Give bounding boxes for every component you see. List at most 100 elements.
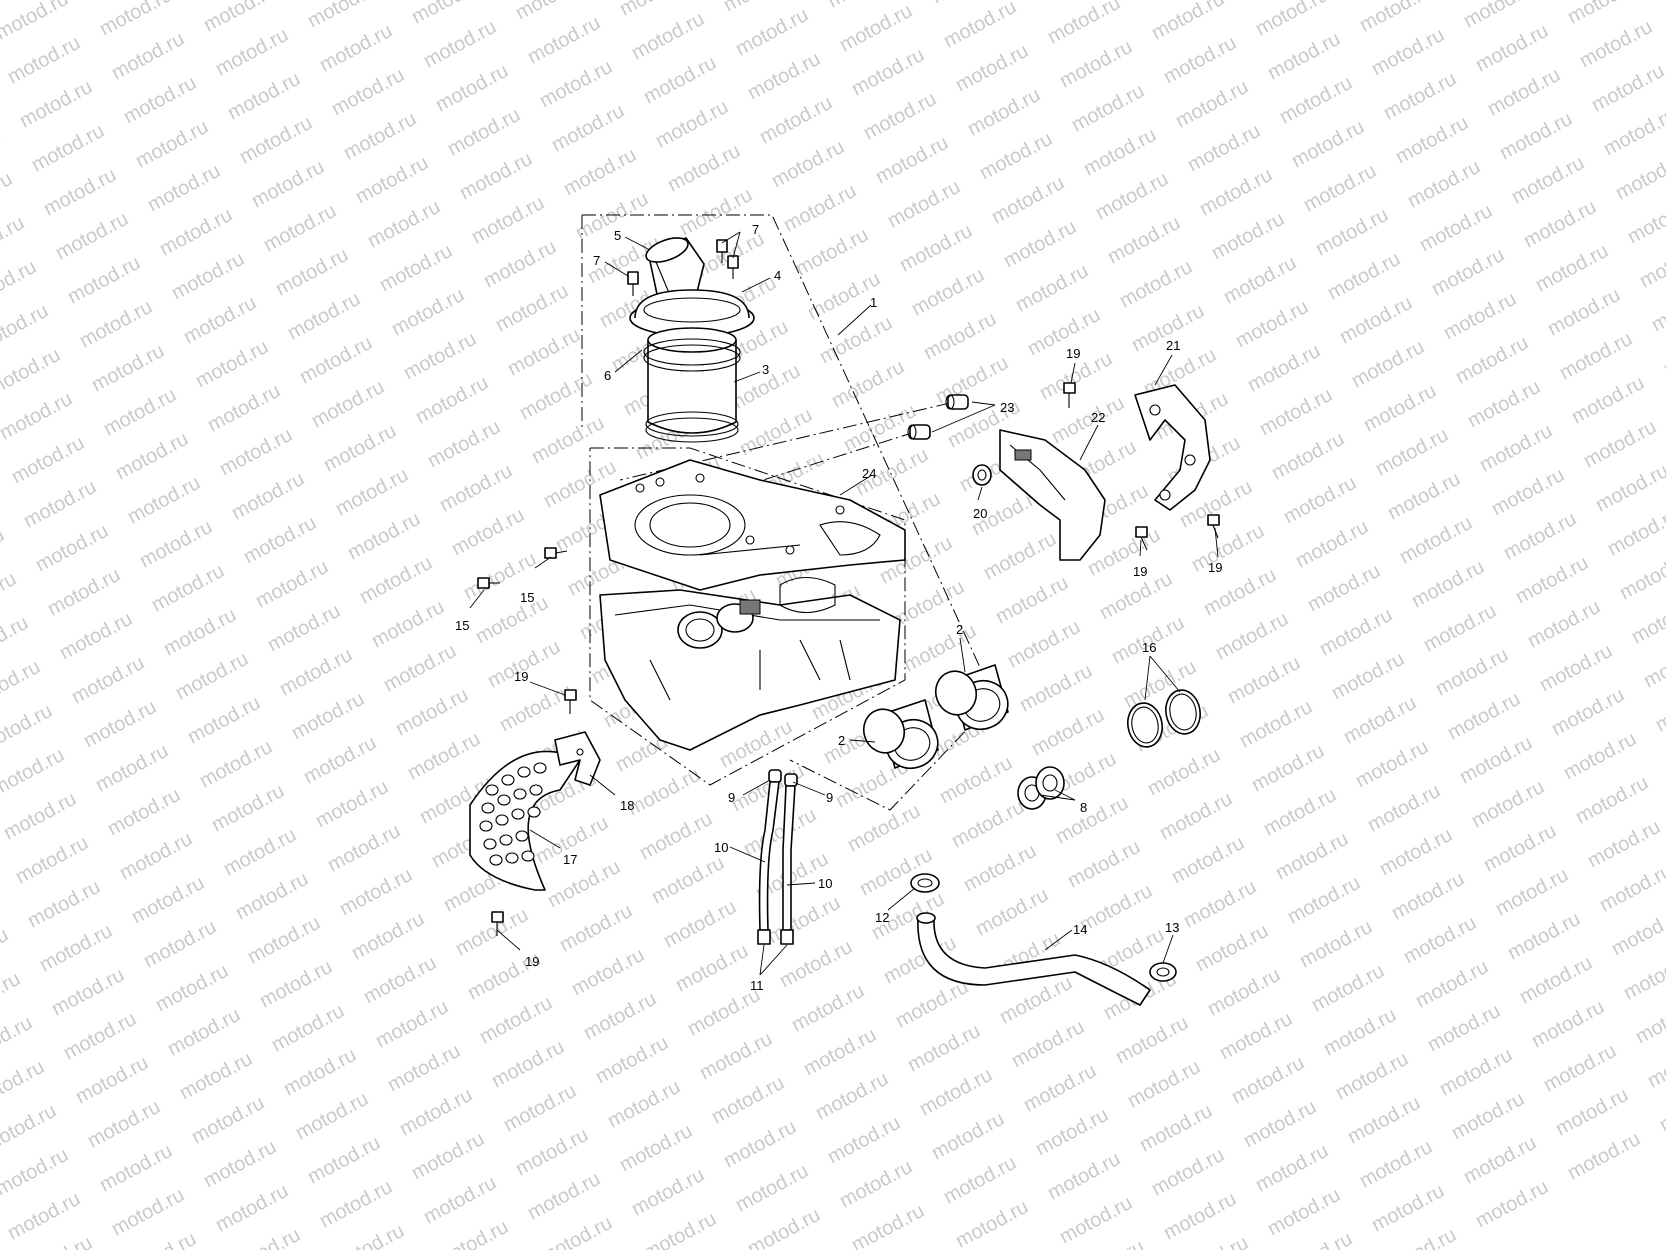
callout-6: 6 — [604, 368, 611, 383]
watermark-text: motod.ru — [0, 788, 80, 844]
watermark-text: motod.ru — [1368, 1180, 1448, 1236]
perforation-hole — [527, 806, 541, 818]
watermark-text: motod.ru — [1396, 512, 1476, 568]
watermark-text: motod.ru — [212, 24, 292, 80]
watermark-text: motod.ru — [332, 464, 412, 520]
watermark-text: motod.ru — [328, 64, 408, 120]
watermark-text: motod.ru — [40, 164, 120, 220]
watermark-text: motod.ru — [916, 1064, 996, 1120]
watermark-text: motod.ru — [1600, 104, 1666, 160]
watermark-text: motod.ru — [948, 796, 1028, 852]
watermark-text: motod.ru — [1220, 252, 1300, 308]
watermark-text: motod.ru — [256, 956, 336, 1012]
watermark-text: motod.ru — [1048, 392, 1128, 448]
watermark-text: motod.ru — [424, 416, 504, 472]
watermark-text: motod.ru — [304, 1132, 384, 1188]
watermark-text: motod.ru — [240, 512, 320, 568]
watermark-text: motod.ru — [524, 1168, 604, 1224]
watermark-text: motod.ru — [268, 1000, 348, 1056]
watermark-text: motod.ru — [1260, 784, 1340, 840]
watermark-text: motod.ru — [60, 1008, 140, 1064]
watermark-text: motod.ru — [472, 592, 552, 648]
watermark-text: motod.ru — [960, 840, 1040, 896]
watermark-text: motod.ru — [1496, 108, 1576, 164]
cover-21 — [1134, 384, 1211, 511]
watermark-text: motod.ru — [696, 1028, 776, 1084]
watermark-text: motod.ru — [320, 420, 400, 476]
cover-22 — [999, 429, 1106, 561]
callout-labels: 1 2 2 3 4 5 6 7 7 8 9 9 10 10 11 12 13 1… — [455, 222, 1222, 993]
watermark-text: motod.ru — [1464, 376, 1544, 432]
watermark-text: motod.ru — [216, 424, 296, 480]
watermark-text: motod.ru — [844, 800, 924, 856]
watermark-text: motod.ru — [1608, 904, 1666, 960]
watermark-text: motod.ru — [524, 12, 604, 68]
watermark-text: motod.ru — [432, 60, 512, 116]
watermark-text: motod.ru — [604, 1076, 684, 1132]
watermark-text: motod.ru — [1504, 908, 1584, 964]
watermark-text: motod.ru — [1024, 304, 1104, 360]
watermark-text: motod.ru — [1136, 1100, 1216, 1156]
hose-clip-13 — [1149, 962, 1177, 982]
watermark-text: motod.ru — [836, 1156, 916, 1212]
watermark-text: motod.ru — [316, 1176, 396, 1232]
callout-21: 21 — [1166, 338, 1180, 353]
watermark-text: motod.ru — [1528, 996, 1608, 1052]
watermark-text: motod.ru — [744, 1204, 824, 1250]
watermark-text: motod.ru — [284, 288, 364, 344]
watermark-text: motod.ru — [244, 912, 324, 968]
watermark-text: motod.ru — [1252, 1140, 1332, 1196]
clamps-8 — [1017, 766, 1065, 810]
watermark-text: motod.ru — [676, 184, 756, 240]
watermark-text: motod.ru — [488, 1036, 568, 1092]
perforation-hole — [483, 838, 497, 850]
watermark-text: motod.ru — [592, 1032, 672, 1088]
watermark-text: motod.ru — [0, 744, 68, 800]
watermark-text: motod.ru — [176, 1048, 256, 1104]
watermark-text: motod.ru — [1304, 560, 1384, 616]
watermark-text: motod.ru — [1068, 80, 1148, 136]
perforation-hole — [511, 808, 525, 820]
watermark-text: motod.ru — [492, 280, 572, 336]
watermark-text: motod.ru — [800, 1024, 880, 1080]
watermark-text: motod.ru — [792, 224, 872, 280]
watermark-text: motod.ru — [372, 996, 452, 1052]
watermark-text: motod.ru — [136, 516, 216, 572]
watermark-text: motod.ru — [1028, 704, 1108, 760]
watermark-text: motod.ru — [1540, 1040, 1620, 1096]
watermark-text: motod.ru — [368, 596, 448, 652]
watermark-text: motod.ru — [1332, 1048, 1412, 1104]
watermark-text: motod.ru — [1588, 60, 1666, 116]
watermark-text: motod.ru — [0, 1144, 72, 1200]
hose-clip-12 — [910, 873, 940, 893]
watermark-text: motod.ru — [816, 312, 896, 368]
watermark-text: motod.ru — [112, 428, 192, 484]
watermark-text: motod.ru — [640, 52, 720, 108]
watermark-text: motod.ru — [672, 940, 752, 996]
watermark-text: motod.ru — [364, 196, 444, 252]
watermark-text: motod.ru — [572, 188, 652, 244]
watermark-text: motod.ru — [940, 0, 1020, 52]
watermark-text: motod.ru — [324, 820, 404, 876]
callout-8: 8 — [1080, 800, 1087, 815]
watermark-text: motod.ru — [1408, 556, 1488, 612]
watermark-text: motod.ru — [1536, 640, 1616, 696]
watermark-text: motod.ru — [1196, 164, 1276, 220]
watermark-text: motod.ru — [1424, 1000, 1504, 1056]
watermark-text: motod.ru — [1376, 824, 1456, 880]
watermark-text: motod.ru — [640, 1208, 720, 1250]
watermark-text: motod.ru — [400, 328, 480, 384]
watermark-text: motod.ru — [1320, 1004, 1400, 1060]
screws-19-15 — [477, 382, 1220, 936]
watermark-text: motod.ru — [848, 44, 928, 100]
watermark-text: motod.ru — [1624, 192, 1666, 248]
leader-lines — [469, 231, 1219, 976]
watermark-text: motod.ru — [1612, 148, 1666, 204]
callout-2b: 2 — [838, 733, 845, 748]
watermark-text: motod.ru — [408, 1128, 488, 1184]
watermark-text: motod.ru — [1348, 336, 1428, 392]
watermark-text: motod.ru — [1160, 32, 1240, 88]
watermark-text: motod.ru — [1544, 284, 1624, 340]
watermark-text: motod.ru — [1180, 876, 1260, 932]
watermark-text: motod.ru — [1372, 424, 1452, 480]
